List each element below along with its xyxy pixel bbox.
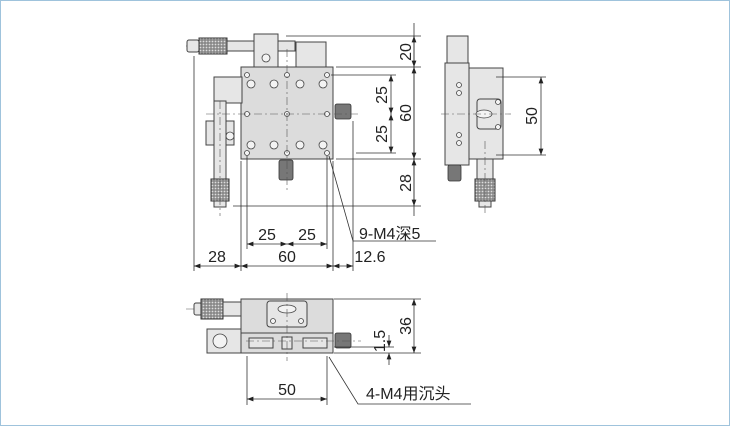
callout-tapped-holes: 9-M4深5 — [359, 225, 420, 243]
dim-front-pitch: 50 — [278, 382, 296, 399]
dim-hole-right: 25 — [298, 227, 316, 244]
mounting-holes — [244, 72, 330, 156]
x-micrometer-knob[interactable] — [198, 37, 228, 55]
front-view: 36 1.5 50 4-M4用沉头 — [186, 293, 471, 405]
top-view-dimensions: 20 60 28 25 25 25 25 28 60 12.6 9-M4深5 — [193, 23, 436, 271]
dim-hole-left: 25 — [258, 227, 276, 244]
dim-bottom: 28 — [398, 174, 415, 192]
dim-side-pitch: 50 — [524, 107, 541, 125]
dim-right: 12.6 — [354, 249, 385, 266]
dim-width: 60 — [278, 249, 296, 266]
top-view — [186, 33, 361, 216]
dim-front-height: 36 — [398, 317, 415, 335]
lock-knob-right[interactable] — [334, 103, 352, 120]
side-view: 50 — [441, 35, 546, 213]
dim-half-lower: 25 — [374, 125, 391, 143]
callout-counterbore: 4-M4用沉头 — [366, 385, 450, 403]
dim-height: 60 — [398, 104, 415, 122]
dim-top: 20 — [398, 43, 415, 61]
dim-half-upper: 25 — [374, 86, 391, 104]
dim-left: 28 — [208, 249, 226, 266]
dim-front-step: 1.5 — [372, 330, 389, 352]
lock-knob-bottom[interactable] — [278, 159, 294, 181]
